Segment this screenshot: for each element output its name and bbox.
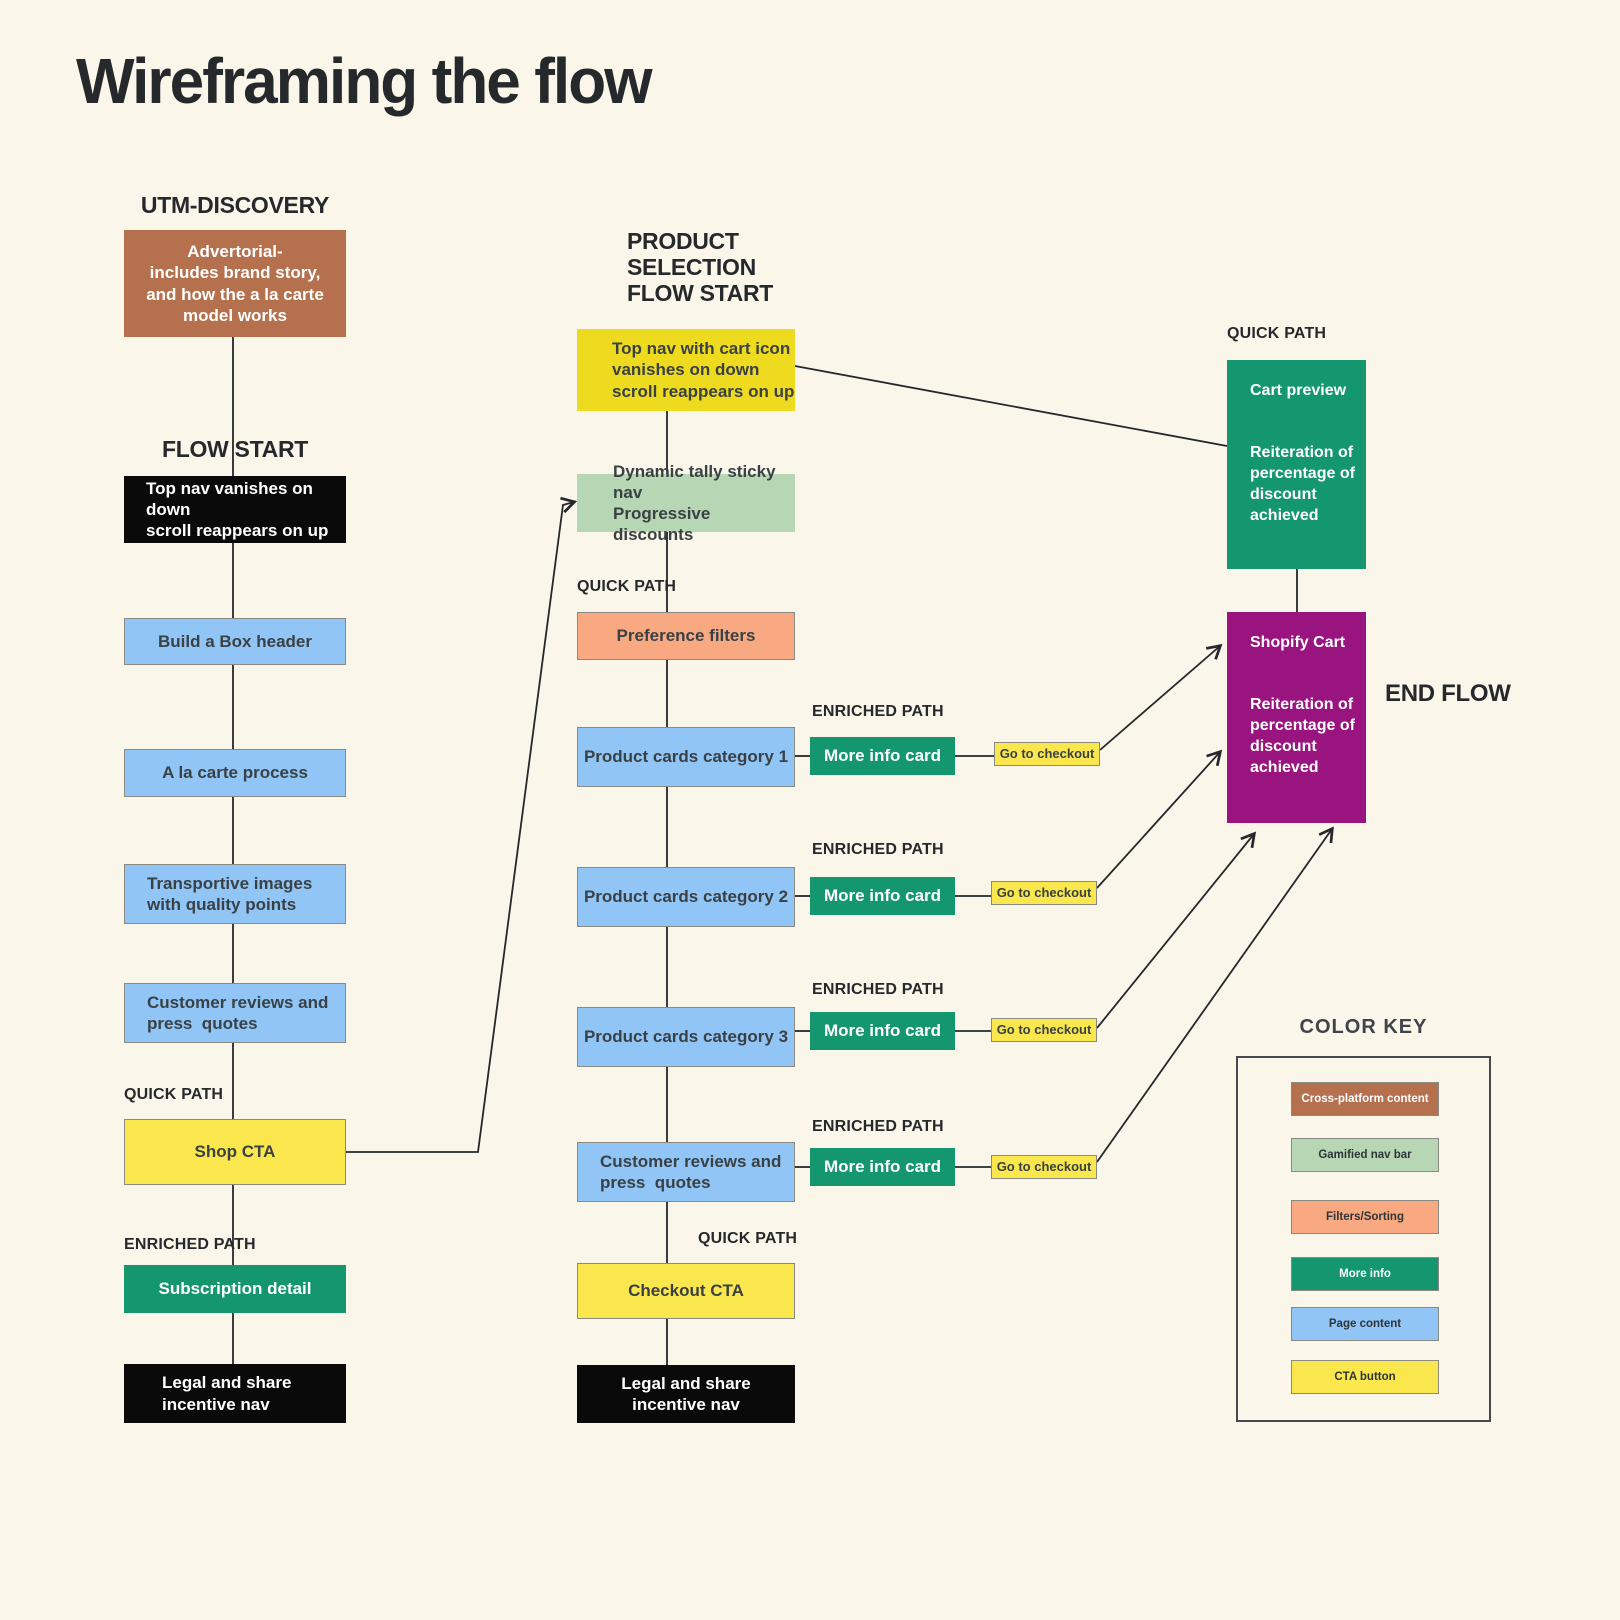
- node-preference-filters: Preference filters: [577, 612, 795, 660]
- node-shopify-cart: Shopify Cart Reiteration of percentage o…: [1227, 612, 1366, 823]
- node-more-info-card-2: More info card: [810, 877, 955, 915]
- color-key-title: COLOR KEY: [1299, 1016, 1428, 1038]
- node-legal-share-middle: Legal and share incentive nav: [577, 1365, 795, 1423]
- label-enriched-path-left: ENRICHED PATH: [124, 1236, 256, 1253]
- key-swatch-cross-platform: Cross-platform content: [1291, 1082, 1439, 1116]
- key-swatch-filters-sorting: Filters/Sorting: [1291, 1200, 1439, 1234]
- label-quick-path-right: QUICK PATH: [1227, 325, 1327, 342]
- node-checkout-cta: Checkout CTA: [577, 1263, 795, 1319]
- label-enriched-path-row2: ENRICHED PATH: [812, 841, 944, 858]
- label-utm-discovery: UTM-DISCOVERY: [140, 192, 330, 218]
- label-enriched-path-row1: ENRICHED PATH: [812, 703, 944, 720]
- node-product-cards-1: Product cards category 1: [577, 727, 795, 787]
- node-legal-share-left: Legal and share incentive nav: [124, 1364, 346, 1423]
- color-key-panel: Cross-platform content Gamified nav bar …: [1236, 1056, 1491, 1422]
- node-more-info-card-1: More info card: [810, 737, 955, 775]
- node-product-cards-2: Product cards category 2: [577, 867, 795, 927]
- label-product-selection-flow-start: PRODUCT SELECTION FLOW START: [627, 228, 774, 306]
- page-title: Wireframing the flow: [76, 45, 653, 117]
- node-build-a-box-header: Build a Box header: [124, 618, 346, 665]
- label-quick-path-left: QUICK PATH: [124, 1086, 224, 1103]
- node-go-to-checkout-2: Go to checkout: [991, 881, 1097, 905]
- node-go-to-checkout-4: Go to checkout: [991, 1155, 1097, 1179]
- key-swatch-more-info: More info: [1291, 1257, 1439, 1291]
- node-more-info-card-4: More info card: [810, 1148, 955, 1186]
- node-cart-preview: Cart preview Reiteration of percentage o…: [1227, 360, 1366, 569]
- node-dynamic-tally-nav: Dynamic tally sticky nav Progressive dis…: [577, 462, 795, 544]
- node-more-info-card-3: More info card: [810, 1012, 955, 1050]
- node-transportive-images: Transportive images with quality points: [124, 864, 346, 924]
- connector-gtc1-to-shopifycart: [1099, 646, 1220, 751]
- label-enriched-path-row4: ENRICHED PATH: [812, 1118, 944, 1135]
- node-top-nav-vanishes: Top nav vanishes on down scroll reappear…: [124, 476, 346, 543]
- node-subscription-detail: Subscription detail: [124, 1265, 346, 1313]
- connector-shopcta-to-dynamictally: [346, 502, 574, 1153]
- connector-midtopnav-to-cartpreview: [794, 365, 1228, 447]
- key-swatch-cta-button: CTA button: [1291, 1360, 1439, 1394]
- node-customer-reviews-left: Customer reviews and press quotes: [124, 983, 346, 1043]
- label-flow-start: FLOW START: [161, 436, 309, 462]
- node-a-la-carte-process: A la carte process: [124, 749, 346, 797]
- label-quick-path-checkout: QUICK PATH: [698, 1230, 798, 1247]
- label-quick-path-middle: QUICK PATH: [577, 578, 677, 595]
- connector-gtc2-to-shopifycart: [1096, 752, 1220, 889]
- label-enriched-path-row3: ENRICHED PATH: [812, 981, 944, 998]
- node-top-nav-cart-icon: Top nav with cart icon vanishes on down …: [577, 329, 795, 411]
- node-advertorial: Advertorial- includes brand story, and h…: [124, 230, 346, 337]
- connector-gtc4-to-shopifycart: [1096, 829, 1332, 1163]
- key-swatch-page-content: Page content: [1291, 1307, 1439, 1341]
- node-go-to-checkout-1: Go to checkout: [994, 742, 1100, 766]
- connector-gtc3-to-shopifycart: [1096, 834, 1254, 1029]
- node-go-to-checkout-3: Go to checkout: [991, 1018, 1097, 1042]
- node-product-cards-3: Product cards category 3: [577, 1007, 795, 1067]
- node-customer-reviews-middle: Customer reviews and press quotes: [577, 1142, 795, 1202]
- key-swatch-gamified-nav: Gamified nav bar: [1291, 1138, 1439, 1172]
- node-shop-cta: Shop CTA: [124, 1119, 346, 1185]
- label-end-flow: END FLOW: [1385, 680, 1511, 707]
